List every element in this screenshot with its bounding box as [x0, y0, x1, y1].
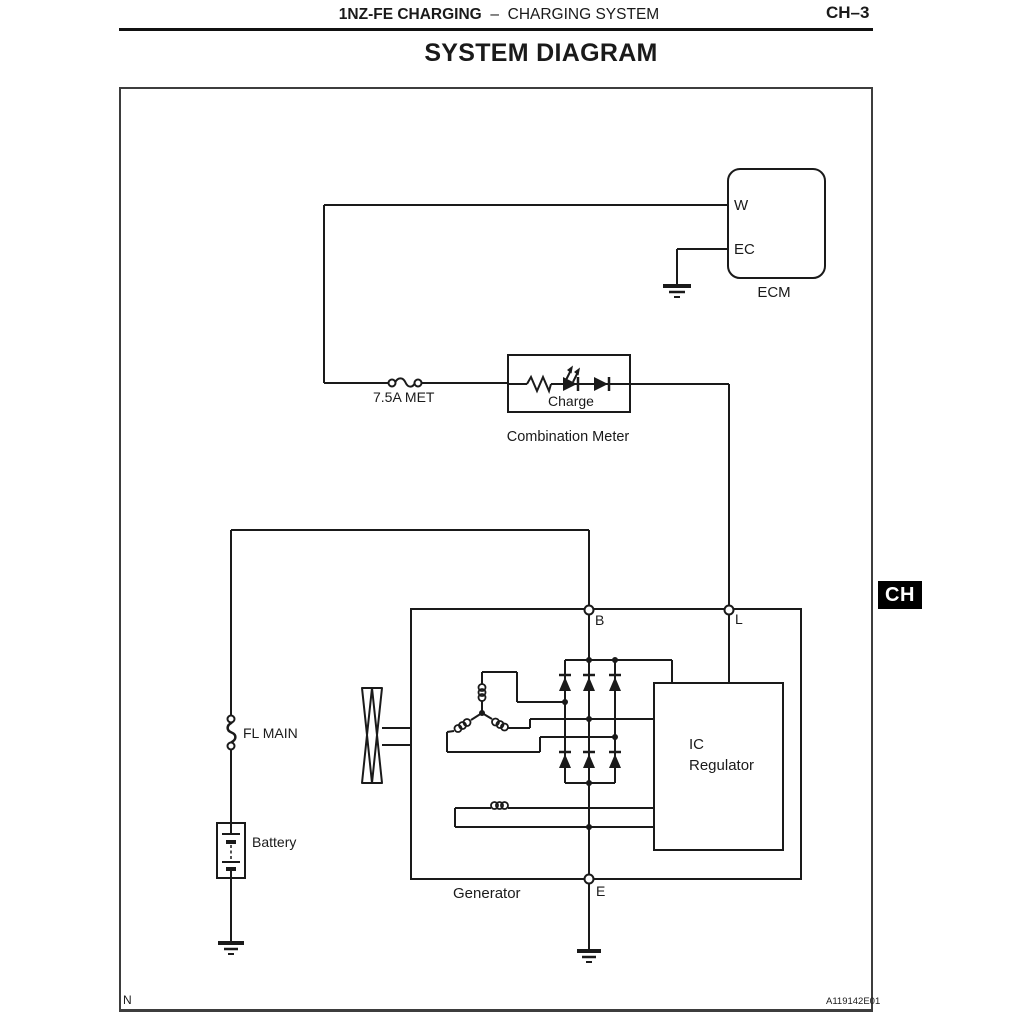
- ic-regulator-label: IC Regulator: [689, 736, 755, 774]
- charge-lamp-label: Charge: [548, 393, 594, 409]
- header-rule: [119, 28, 873, 31]
- ecm-terminal-w-label: W: [734, 197, 749, 214]
- header-section-bold: 1NZ-FE CHARGING: [338, 6, 482, 23]
- terminal-l-label: L: [735, 611, 743, 627]
- section-tab: CH: [878, 581, 922, 609]
- ecm-box: [727, 168, 826, 279]
- battery-box: [216, 822, 246, 879]
- header-separator: –: [490, 6, 499, 23]
- battery-label: Battery: [252, 834, 297, 850]
- ecm-terminal-ec-label: EC: [734, 241, 755, 258]
- terminal-b-label: B: [595, 612, 605, 628]
- generator-label: Generator: [453, 885, 521, 902]
- figure-id: A119142E01: [826, 996, 881, 1007]
- terminal-e-label: E: [596, 883, 606, 899]
- diagram-frame: [119, 87, 873, 1012]
- page-number: CH–3: [826, 3, 870, 22]
- footer-left-mark: N: [123, 993, 132, 1007]
- page-header: 1NZ-FE CHARGING – CHARGING SYSTEM: [339, 6, 659, 24]
- combination-meter-label: Combination Meter: [506, 429, 630, 445]
- fl-main-label: FL MAIN: [243, 725, 298, 741]
- ecm-label: ECM: [757, 284, 791, 301]
- fuse-label: 7.5A MET: [373, 389, 435, 405]
- page-title: SYSTEM DIAGRAM: [424, 39, 658, 67]
- header-section-regular: CHARGING SYSTEM: [507, 6, 660, 23]
